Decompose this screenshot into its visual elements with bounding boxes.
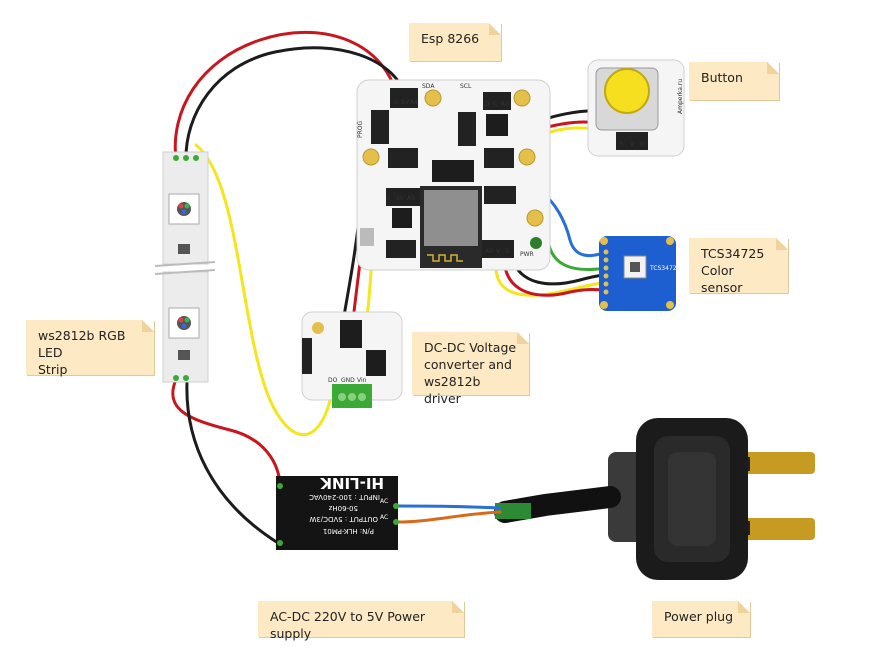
sda-label: SDA: [422, 83, 435, 90]
note-power-plug: Power plug: [652, 601, 750, 637]
button-pin-g: G: [640, 141, 645, 148]
note-acdc: AC-DC 220V to 5V Power supply: [258, 601, 464, 641]
pin-label-a5: A5: [407, 195, 415, 202]
pin-label-v: V: [496, 248, 501, 255]
esp8266-board: G 5V A4 SDA SCL D C A3 G 5V A5 A0 V G PW…: [356, 79, 551, 271]
note-esp8266: Esp 8266: [409, 23, 501, 61]
pin-label-g: G: [394, 99, 399, 106]
pin-label-g-mid: G: [386, 195, 391, 202]
led-strip: [154, 151, 216, 383]
psu-freq: 50-60Hz: [328, 504, 358, 512]
sensor-name: TCS34725: [649, 265, 681, 272]
note-tcs-line2: Color sensor: [701, 263, 743, 295]
button-pin-s: S: [620, 141, 624, 148]
pin-label-c: C: [493, 101, 497, 108]
note-button: Button: [689, 62, 779, 100]
psu-model: P/N: HLK-PM01: [323, 527, 374, 535]
note-dcdc-line2: converter and: [424, 357, 512, 372]
pin-label-5v-mid: 5V: [396, 195, 405, 202]
pin-label-a0: A0: [485, 248, 493, 255]
psu-pin-ac2: AC: [380, 514, 388, 521]
note-dcdc: DC-DC Voltage converter and ws2812b driv…: [412, 332, 529, 406]
pin-label-5v: 5V: [401, 99, 410, 106]
pwr-label: PWR: [520, 251, 534, 258]
hilink-psu: P/N: HLK-PM01 OUTPUT : 5VDC/3W 50-60Hz I…: [276, 474, 399, 550]
pin-label-g-bottom: G: [505, 248, 510, 255]
note-dcdc-line3: ws2812b driver: [424, 374, 481, 406]
dcdc-board: DO GND Vin: [301, 311, 403, 408]
note-dcdc-line1: DC-DC Voltage: [424, 340, 517, 355]
psu-brand: HI-LINK: [319, 474, 384, 492]
button-module: S V G Amperka.ru: [587, 59, 685, 157]
scl-label: SCL: [460, 83, 472, 90]
button-brand: Amperka.ru: [677, 79, 684, 114]
psu-pin-ac1: AC: [380, 498, 388, 505]
pin-label-d: D: [485, 101, 490, 108]
dcdc-pin-gnd: GND: [341, 377, 355, 384]
dcdc-pin-do: DO: [328, 377, 338, 384]
pin-label-a4: A4: [410, 99, 418, 106]
note-tcs-line1: TCS34725: [701, 246, 765, 261]
note-led-strip: ws2812b RGB LED Strip: [26, 320, 154, 377]
note-color-sensor: TCS34725 Color sensor: [689, 238, 788, 295]
button-pin-v: V: [630, 141, 635, 148]
prog-label: PROG: [357, 120, 364, 138]
power-plug: [608, 418, 815, 580]
pin-label-a3: A3: [501, 101, 509, 108]
note-strip-line2: Strip: [38, 362, 68, 377]
ac-cable: [494, 486, 621, 523]
color-sensor-board: TCS34725: [599, 236, 681, 311]
psu-output: OUTPUT : 5VDC/3W: [309, 515, 378, 523]
psu-input: INPUT : 100-240VAC: [309, 493, 380, 501]
dcdc-pin-vin: Vin: [357, 377, 367, 384]
note-strip-line1: ws2812b RGB LED: [38, 328, 126, 360]
